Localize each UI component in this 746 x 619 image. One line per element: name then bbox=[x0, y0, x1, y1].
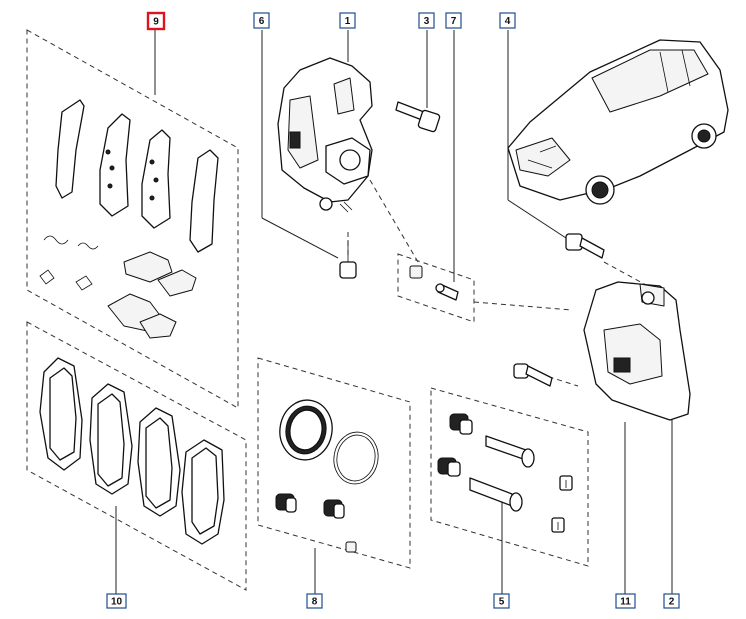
bleed-kit bbox=[409, 265, 459, 301]
seal-kit bbox=[275, 399, 379, 553]
vehicle-illustration bbox=[507, 39, 729, 205]
callout-box-3[interactable] bbox=[418, 12, 435, 29]
callout-number-9: 9 bbox=[153, 17, 159, 28]
callout-box-4[interactable] bbox=[499, 12, 516, 29]
callout-box-1[interactable] bbox=[339, 12, 356, 29]
callout-number-8: 8 bbox=[312, 597, 318, 608]
callout-9[interactable]: 9 bbox=[146, 11, 166, 31]
caliper-carrier-2 bbox=[583, 281, 691, 421]
callout-4[interactable]: 4 bbox=[499, 12, 516, 29]
callout-5[interactable]: 5 bbox=[493, 593, 510, 609]
callout-number-7: 7 bbox=[451, 16, 457, 27]
callout-number-4: 4 bbox=[505, 16, 511, 27]
callout-labels: 9 6 1 3 7 4 10 8 5 11 2 bbox=[106, 11, 680, 609]
group-outline-hardware-kit bbox=[26, 29, 239, 409]
guide-pin-kit bbox=[437, 413, 573, 533]
callout-box-11[interactable] bbox=[615, 593, 636, 609]
callout-box-2[interactable] bbox=[663, 593, 680, 609]
carrier-bolt-4 bbox=[565, 233, 605, 259]
callout-box-10[interactable] bbox=[106, 593, 127, 609]
callout-2[interactable]: 2 bbox=[663, 593, 680, 609]
callout-number-11: 11 bbox=[620, 597, 631, 608]
callout-10[interactable]: 10 bbox=[106, 593, 127, 609]
hardware-kit-parts bbox=[39, 99, 219, 339]
callout-number-6: 6 bbox=[259, 16, 265, 27]
brake-pads bbox=[39, 357, 225, 545]
callout-7[interactable]: 7 bbox=[445, 12, 462, 29]
callout-1[interactable]: 1 bbox=[339, 12, 356, 29]
callout-number-2: 2 bbox=[669, 597, 675, 608]
group-outline-seal-kit bbox=[257, 357, 411, 569]
callout-box-5[interactable] bbox=[493, 593, 510, 609]
carrier-bolt-11 bbox=[513, 363, 553, 387]
callout-number-10: 10 bbox=[111, 597, 123, 608]
caliper-assembly bbox=[277, 57, 373, 213]
leader-lines bbox=[115, 30, 673, 594]
callout-number-3: 3 bbox=[424, 16, 430, 27]
callout-6[interactable]: 6 bbox=[253, 12, 270, 29]
group-outline-guide-pin-kit bbox=[430, 387, 589, 567]
callout-box-9[interactable] bbox=[146, 11, 166, 31]
callout-number-5: 5 bbox=[499, 597, 505, 608]
callout-box-6[interactable] bbox=[253, 12, 270, 29]
callout-3[interactable]: 3 bbox=[418, 12, 435, 29]
callout-number-1: 1 bbox=[345, 16, 351, 27]
caliper-bolt-3 bbox=[395, 101, 441, 133]
callout-box-8[interactable] bbox=[306, 593, 323, 609]
caliper-bolt-6 bbox=[339, 240, 357, 279]
group-outline-brake-pads bbox=[26, 321, 247, 591]
callout-11[interactable]: 11 bbox=[615, 593, 636, 609]
callout-8[interactable]: 8 bbox=[306, 593, 323, 609]
group-outline-bleed-kit bbox=[397, 253, 475, 323]
callout-box-7[interactable] bbox=[445, 12, 462, 29]
